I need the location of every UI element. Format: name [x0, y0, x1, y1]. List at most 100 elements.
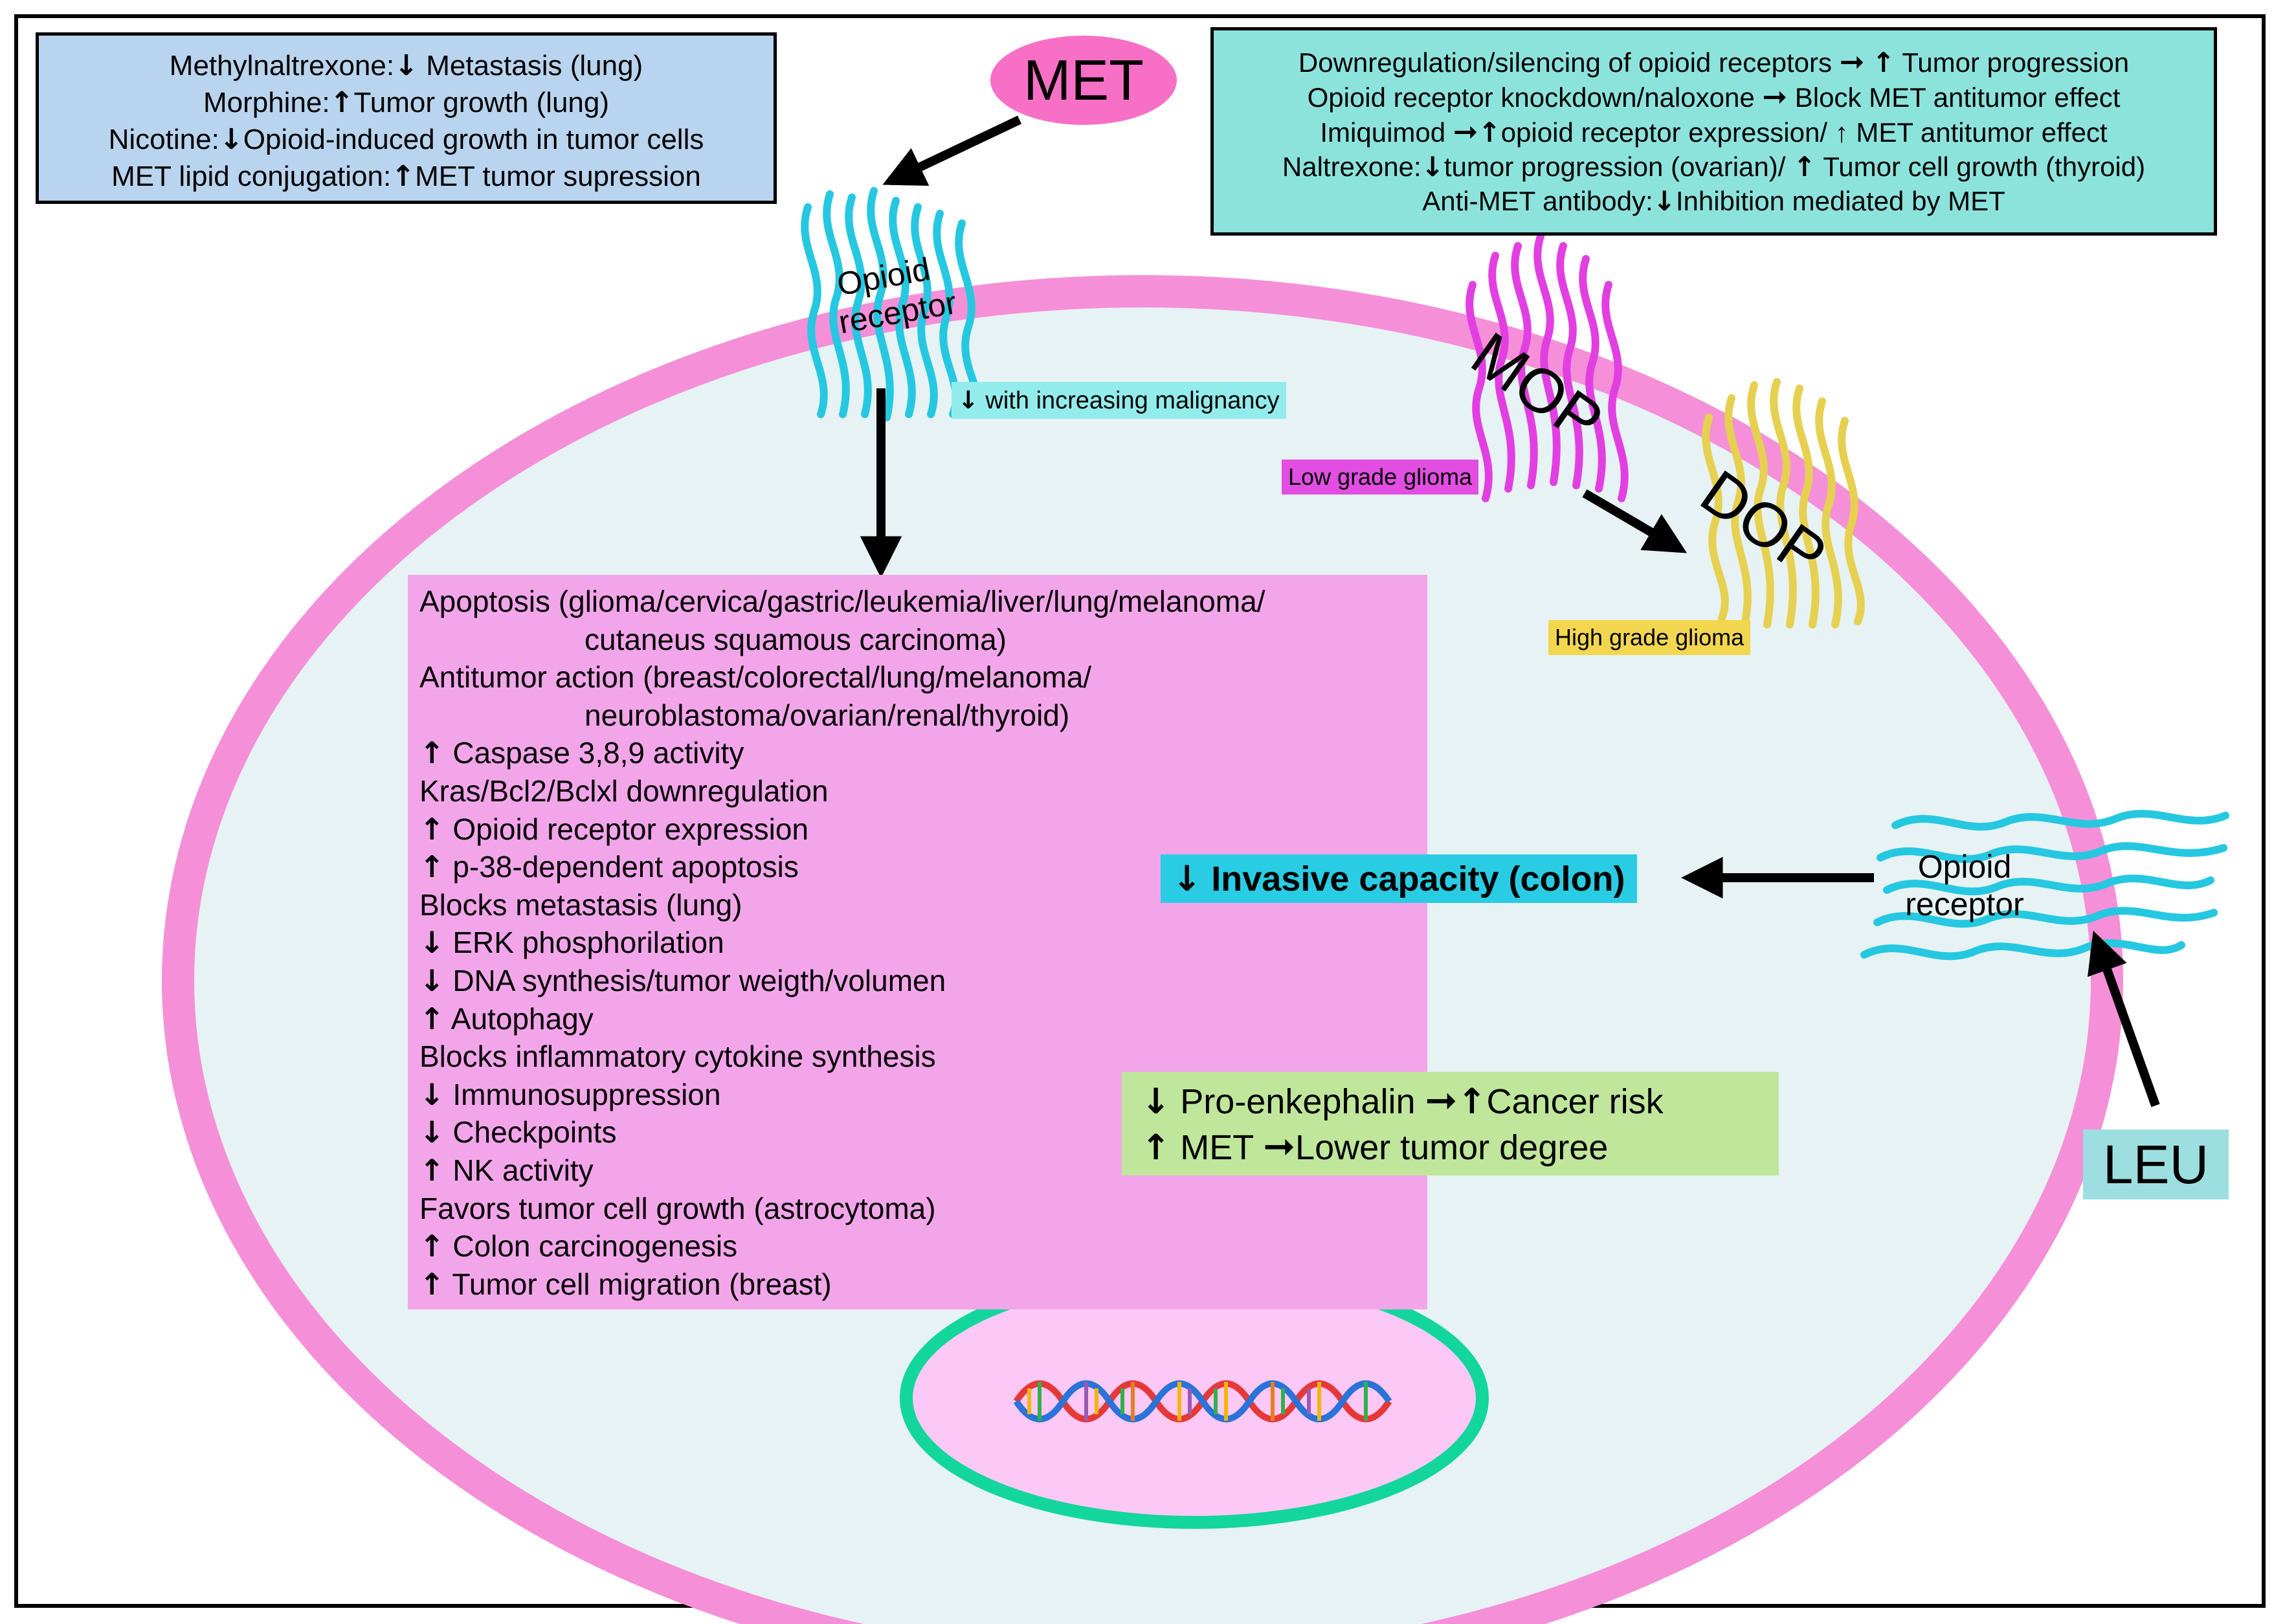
effect-line: ↑ p-38-dependent apoptosis — [419, 848, 1416, 886]
arrow-icon: ↑ — [419, 735, 445, 771]
teal-box-text: tumor progression (ovarian)/ — [1443, 151, 1794, 182]
teal-box-text: Naltrexone: — [1282, 151, 1421, 182]
teal-box-text: Anti-MET antibody: — [1422, 186, 1653, 216]
effect-text: Checkpoints — [444, 1115, 617, 1150]
effect-line: Antitumor action (breast/colorectal/lung… — [419, 658, 1416, 696]
effect-line: ↑ Opioid receptor expression — [419, 810, 1416, 849]
effect-text: DNA synthesis/tumor weigth/volumen — [444, 963, 946, 997]
arrow-icon: ↓ — [419, 1076, 445, 1112]
effect-text: Kras/Bcl2/Bclxl downregulation — [419, 773, 829, 808]
effect-text: Blocks metastasis (lung) — [419, 887, 742, 922]
arrow-icon: ↓ — [219, 123, 243, 156]
effect-line: ↓ ERK phosphorilation — [419, 924, 1416, 962]
effect-text: ERK phosphorilation — [444, 926, 724, 960]
right-receptor-line-2: receptor — [1905, 886, 2024, 922]
arrow-icon: ↑ — [419, 1266, 445, 1302]
blue-box-line-text: Metastasis (lung) — [418, 50, 643, 82]
blue-box-line: MET lipid conjugation:↑MET tumor supress… — [45, 158, 767, 195]
arrow-icon: ↑ — [1793, 151, 1816, 183]
blue-info-box: Methylnaltrexone:↓ Metastasis (lung)Morp… — [36, 32, 777, 204]
arrow-leu-to-receptor — [2087, 930, 2160, 1107]
effect-line: ↓ DNA synthesis/tumor weigth/volumen — [419, 962, 1416, 1000]
teal-box-text: opioid receptor expression/ ↑ MET antitu… — [1500, 117, 2108, 148]
effect-line: ↑ Tumor cell migration (breast) — [419, 1265, 1416, 1304]
teal-box-text: Imiquimod — [1320, 117, 1453, 148]
effect-line: cutaneus squamous carcinoma) — [419, 621, 1416, 659]
opioid-receptor-right-icon — [1860, 810, 2229, 961]
teal-box-line: Downregulation/silencing of opioid recep… — [1220, 45, 2207, 80]
effect-text: cutaneus squamous carcinoma) — [585, 622, 1007, 656]
arrow-icon: ➞ — [1762, 79, 1788, 114]
teal-box-text: Tumor progression — [1895, 47, 2130, 78]
high-grade-tag: High grade glioma — [1548, 620, 1751, 655]
effect-line: ↓ Immunosuppression — [419, 1076, 1416, 1114]
right-receptor-label: Opioid receptor — [1903, 848, 2026, 923]
effect-text: Apoptosis (glioma/cervica/gastric/leukem… — [419, 584, 1265, 618]
teal-info-box: Downregulation/silencing of opioid recep… — [1210, 27, 2217, 236]
blue-box-line-text: Opioid-induced growth in tumor cells — [243, 124, 704, 155]
down-arrow-icon: ↓ — [1172, 858, 1202, 899]
blue-box-line-label: Nicotine: — [108, 124, 219, 155]
met-ligand-label: MET — [1023, 48, 1144, 112]
teal-box-line: Imiquimod ➞↑opioid receptor expression/ … — [1220, 115, 2207, 150]
blue-box-line: Nicotine:↓Opioid-induced growth in tumor… — [45, 121, 767, 158]
effect-line: Kras/Bcl2/Bclxl downregulation — [419, 772, 1416, 810]
down-arrow-icon: ↓ — [958, 386, 979, 414]
effect-text: neuroblastoma/ovarian/renal/thyroid) — [585, 698, 1070, 732]
green-box-text: Lower tumor degree — [1295, 1128, 1609, 1167]
effect-line: Blocks metastasis (lung) — [419, 886, 1416, 924]
arrow-icon: ↓ — [419, 1115, 445, 1150]
effect-line: ↑ Colon carcinogenesis — [419, 1227, 1416, 1265]
arrow-icon: ↓ — [419, 925, 445, 961]
arrow-icon: ↑ — [1872, 47, 1895, 78]
arrow-icon: ↑ — [1478, 117, 1501, 148]
effect-line: ↑ Caspase 3,8,9 activity — [419, 734, 1416, 772]
arrow-icon: ↑ — [419, 1229, 445, 1264]
arrow-icon: ↑ — [391, 160, 416, 193]
effect-line: ↓ Checkpoints — [419, 1113, 1416, 1151]
arrow-icon: ↑ — [329, 86, 354, 119]
effect-text: Opioid receptor expression — [444, 812, 809, 846]
malignancy-tag: ↓ with increasing malignancy — [952, 382, 1286, 419]
arrow-icon: ➞ — [1839, 44, 1865, 79]
blue-box-line-text: Tumor growth (lung) — [353, 87, 610, 118]
right-arrow-icon: ➞ — [1425, 1078, 1458, 1123]
teal-box-text: Downregulation/silencing of opioid recep… — [1298, 47, 1840, 78]
effect-line: ↑ Autophagy — [419, 1000, 1416, 1038]
arrow-icon: ↑ — [1457, 1081, 1487, 1122]
mop-receptor-icon — [1466, 232, 1629, 502]
blue-box-line-label: Morphine: — [203, 87, 330, 118]
green-box-line: ↓ Pro-enkephalin ➞↑Cancer risk — [1141, 1078, 1759, 1124]
arrow-met-to-receptor — [882, 115, 1022, 186]
teal-box-text: Opioid receptor knockdown/naloxone — [1307, 82, 1763, 113]
arrow-icon: ↑ — [419, 849, 445, 885]
arrow-mop-to-dop — [1582, 489, 1688, 553]
invasive-capacity-label: ↓ Invasive capacity (colon) — [1161, 854, 1637, 903]
arrow-icon: ↓ — [394, 49, 418, 82]
blue-box-line: Methylnaltrexone:↓ Metastasis (lung) — [45, 47, 767, 84]
teal-box-text: Inhibition mediated by MET — [1675, 186, 2005, 216]
effect-text: Antitumor action (breast/colorectal/lung… — [419, 660, 1092, 695]
effect-line: Favors tumor cell growth (astrocytoma) — [419, 1190, 1416, 1228]
teal-box-line: Anti-MET antibody:↓Inhibition mediated b… — [1220, 184, 2207, 218]
teal-box-line: Opioid receptor knockdown/naloxone ➞ Blo… — [1220, 80, 2207, 115]
blue-box-line: Morphine:↑Tumor growth (lung) — [45, 84, 767, 121]
effect-text: Autophagy — [444, 1001, 594, 1036]
malignancy-text: with increasing malignancy — [985, 387, 1280, 414]
teal-box-text: Block MET antitumor effect — [1787, 82, 2121, 113]
blue-box-line-label: MET lipid conjugation: — [111, 161, 392, 192]
effect-text: p-38-dependent apoptosis — [444, 850, 799, 884]
arrow-icon: ↑ — [419, 1001, 445, 1036]
effect-line: Apoptosis (glioma/cervica/gastric/leukem… — [419, 583, 1416, 621]
teal-box-line: Naltrexone:↓tumor progression (ovarian)/… — [1220, 150, 2207, 184]
arrow-icon: ↓ — [419, 962, 445, 998]
effect-line: ↑ NK activity — [419, 1151, 1416, 1190]
right-arrow-icon: ➞ — [1263, 1124, 1296, 1169]
green-summary-box: ↓ Pro-enkephalin ➞↑Cancer risk↑ MET ➞Low… — [1122, 1072, 1779, 1175]
dna-helix-icon — [1013, 1380, 1392, 1423]
met-ellipse — [990, 36, 1177, 125]
arrow-icon: ↑ — [419, 1152, 445, 1188]
effect-text: NK activity — [444, 1153, 594, 1187]
teal-box-text — [1864, 47, 1872, 78]
